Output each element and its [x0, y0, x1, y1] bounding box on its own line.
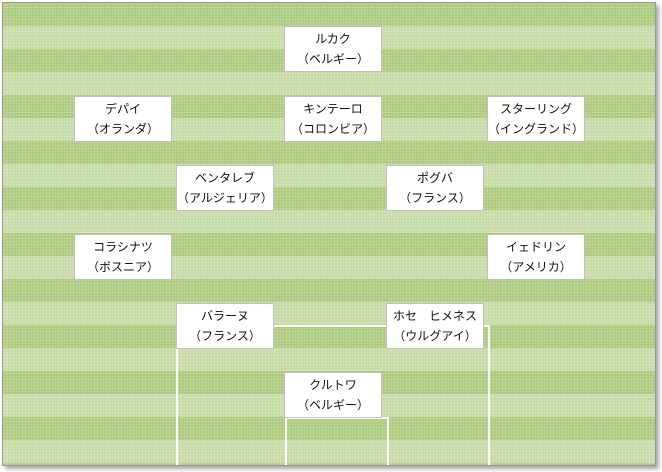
player-name: デパイ: [104, 102, 141, 116]
player-country: （イングランド）: [488, 122, 585, 136]
player-name: ベンタレブ: [194, 171, 255, 185]
player-card-lukaku: ルカク （ベルギー）: [284, 26, 382, 72]
player-card-quintero: キンテーロ （コロンビア）: [284, 96, 382, 142]
player-card-pogba: ポグバ （フランス）: [386, 165, 484, 211]
player-card-bentaleb: ベンタレブ （アルジェリア）: [176, 165, 274, 211]
player-name: ルカク: [315, 32, 351, 46]
player-name: ポグバ: [416, 171, 453, 185]
player-card-depay: デパイ （オランダ）: [74, 96, 172, 142]
player-card-sterling: スターリング （イングランド）: [487, 96, 585, 142]
player-country: （コロンビア）: [290, 122, 375, 136]
player-country: （ベルギー）: [296, 52, 369, 66]
player-country: （オランダ）: [86, 122, 159, 136]
player-name: スターリング: [499, 102, 572, 116]
player-name: バラーヌ: [200, 309, 249, 323]
player-country: （ベルギー）: [296, 398, 369, 412]
player-country: （ウルグアイ）: [393, 329, 477, 343]
player-name: クルトワ: [309, 378, 357, 392]
player-name: イェドリン: [505, 240, 566, 254]
player-country: （フランス）: [189, 329, 261, 343]
player-card-courtois: クルトワ （ベルギー）: [284, 372, 382, 418]
player-country: （フランス）: [399, 191, 471, 205]
player-card-kolasinac: コラシナツ （ボスニア）: [74, 234, 172, 280]
penalty-area-right-line: [488, 325, 490, 465]
goal-area-top-line: [285, 417, 389, 419]
player-name: ホセ ヒメネス: [392, 309, 477, 323]
penalty-area-top-line: [176, 325, 490, 327]
goal-area-right-line: [387, 417, 389, 465]
player-country: （アルジェリア）: [177, 191, 273, 205]
formation-figure: ルカク （ベルギー） デパイ （オランダ） キンテーロ （コロンビア） スターリ…: [2, 2, 656, 466]
player-country: （ボスニア）: [86, 260, 159, 274]
player-card-yedlin: イェドリン （アメリカ）: [487, 234, 585, 280]
player-country: （アメリカ）: [500, 260, 572, 274]
player-card-varane: バラーヌ （フランス）: [176, 303, 274, 349]
player-card-gimenez: ホセ ヒメネス （ウルグアイ）: [386, 303, 484, 349]
player-name: キンテーロ: [303, 102, 363, 116]
penalty-area-left-line: [176, 325, 178, 465]
goal-area-left-line: [285, 417, 287, 465]
player-name: コラシナツ: [93, 240, 153, 254]
